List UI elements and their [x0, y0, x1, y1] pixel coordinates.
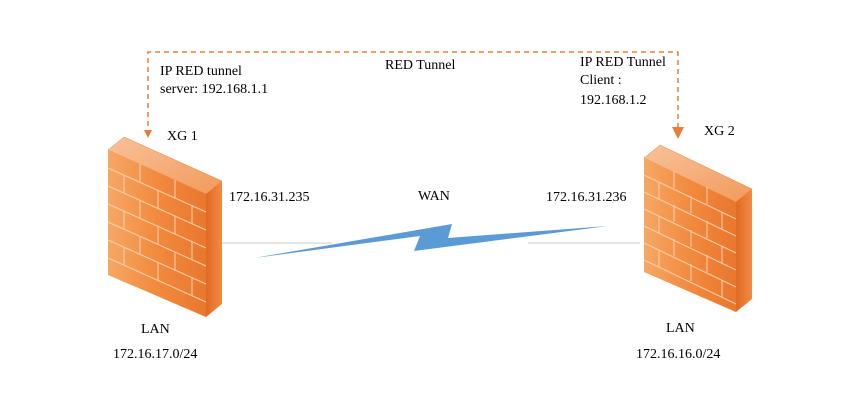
xg1-wan-ip: 172.16.31.235: [229, 190, 310, 205]
tunnel-client-label-line3: 192.168.1.2: [580, 93, 647, 108]
wan-label: WAN: [418, 189, 450, 204]
tunnel-client-label-line2: Client :: [580, 73, 622, 88]
tunnel-title: RED Tunnel: [385, 58, 456, 73]
xg2-lan-label: LAN: [666, 321, 695, 336]
xg1-firewall-icon: [107, 136, 223, 317]
red-tunnel-arrow-left: [144, 130, 152, 138]
xg2-firewall-icon: [643, 144, 753, 312]
tunnel-server-label-line2: server: 192.168.1.1: [160, 82, 269, 97]
tunnel-server-label-line1: IP RED tunnel: [160, 64, 242, 79]
tunnel-client-label-line1: IP RED Tunnel: [580, 55, 666, 70]
xg1-lan-subnet: 172.16.17.0/24: [113, 347, 198, 362]
xg2-lan-subnet: 172.16.16.0/24: [636, 347, 721, 362]
wan-lightning-icon: [254, 224, 608, 258]
xg1-name: XG 1: [167, 129, 198, 144]
xg2-name: XG 2: [704, 124, 735, 139]
xg1-lan-label: LAN: [141, 322, 170, 337]
xg2-wan-ip: 172.16.31.236: [546, 190, 627, 205]
